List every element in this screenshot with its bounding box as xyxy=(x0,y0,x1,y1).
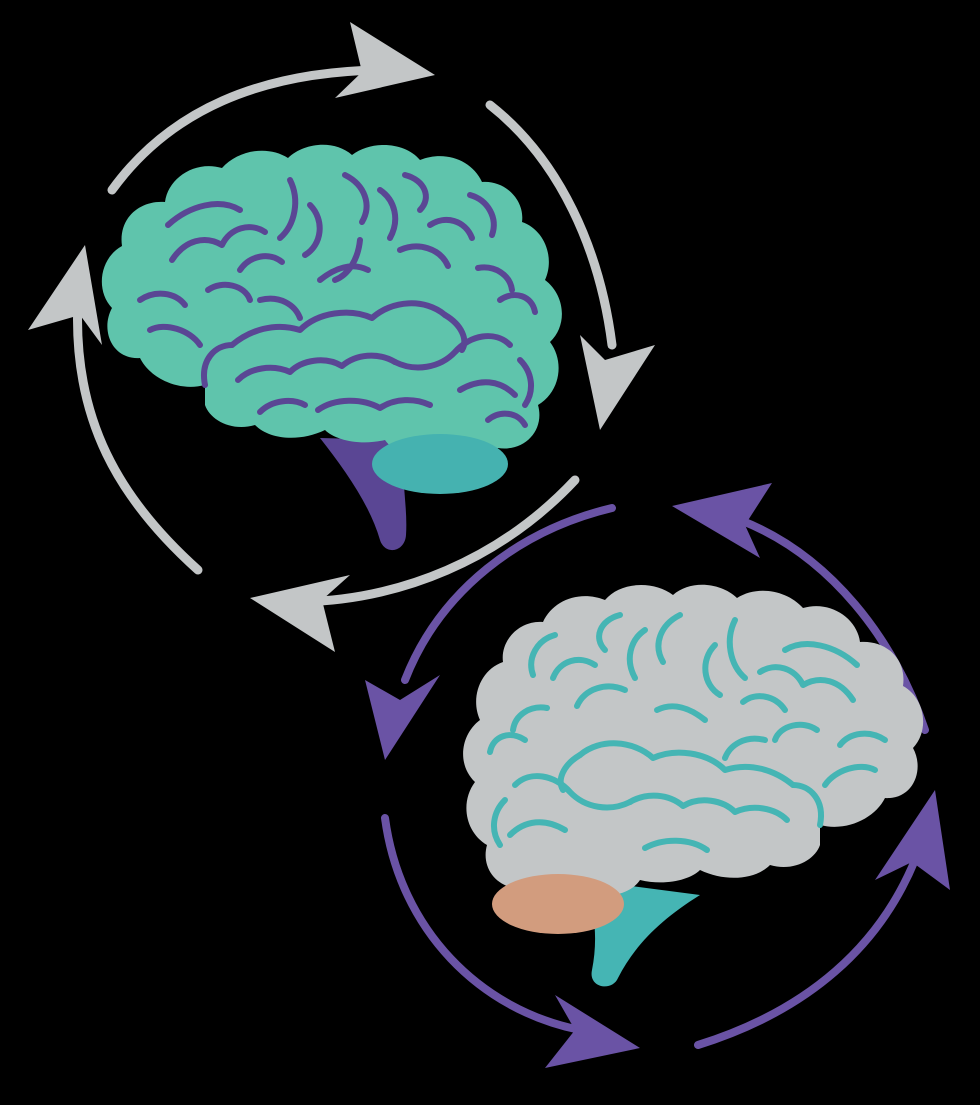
brain-icon xyxy=(101,144,562,551)
cycle-arrows-icon xyxy=(28,22,655,652)
arrowhead-lower-right xyxy=(875,790,950,890)
arrow-arc-right xyxy=(485,100,617,350)
cycle-arrows-icon xyxy=(365,483,950,1068)
upper-brain-cycle xyxy=(28,22,655,652)
cerebellum xyxy=(492,874,624,934)
arrowhead-upper-right xyxy=(672,483,772,558)
brain-icon xyxy=(463,584,924,987)
brain-folds xyxy=(487,612,888,853)
arrow-arc-lower-left xyxy=(381,814,584,1034)
brain-folds xyxy=(137,172,538,428)
arrowhead-left xyxy=(28,245,102,345)
cerebrum xyxy=(463,584,924,899)
cerebrum xyxy=(101,144,562,459)
arrow-arc-top xyxy=(107,65,385,195)
arrowhead-upper-left xyxy=(365,675,440,760)
arrowhead-right xyxy=(580,335,655,430)
arrowhead-bottom xyxy=(250,575,350,652)
arrowhead-top xyxy=(335,22,435,98)
lower-brain-cycle xyxy=(365,483,950,1068)
arrowhead-lower-left xyxy=(545,995,640,1068)
arrow-arc-lower-right xyxy=(694,856,919,1049)
cerebellum xyxy=(372,434,508,494)
arrow-arc-left xyxy=(72,295,203,575)
arrow-arc-upper-left xyxy=(401,504,616,684)
arrow-arc-bottom xyxy=(295,475,580,607)
